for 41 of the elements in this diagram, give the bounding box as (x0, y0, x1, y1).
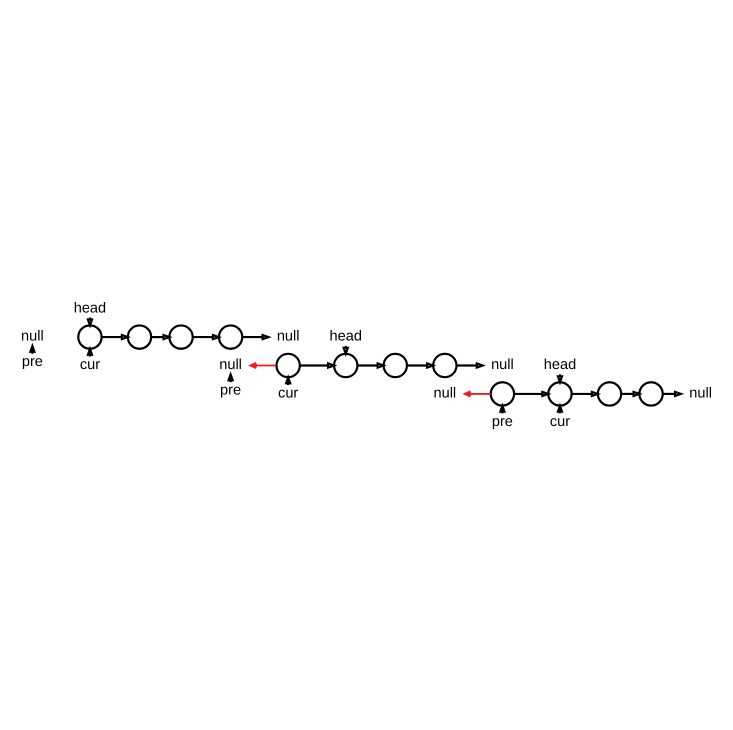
node-circle (126, 324, 152, 350)
node-text: cur (550, 413, 570, 430)
arrow (662, 390, 684, 397)
node-text: head (330, 328, 362, 344)
node-circle (168, 324, 194, 350)
arrow (464, 390, 491, 397)
arrow (456, 361, 486, 369)
node-circle (432, 352, 458, 378)
node-text: pre (22, 354, 43, 370)
node-text: head (74, 300, 106, 316)
node-circle (638, 380, 664, 406)
node-text: head (544, 356, 576, 373)
arrow (249, 361, 276, 369)
node-circle (332, 352, 358, 378)
arrow (621, 390, 643, 397)
node-text: pre (220, 382, 242, 398)
node-circle (547, 380, 573, 406)
arrow (151, 333, 173, 340)
node-circle (275, 352, 301, 378)
arrow (358, 361, 387, 369)
node-circle (490, 380, 516, 406)
node-text: cur (278, 385, 298, 402)
node-text: null (21, 328, 44, 344)
arrow (514, 390, 552, 397)
node-circle (596, 380, 622, 406)
node-text: null (434, 385, 456, 402)
arrow (407, 361, 436, 369)
node-circle (77, 324, 103, 350)
node-text: cur (80, 356, 100, 373)
arrow (102, 333, 131, 340)
arrow (572, 390, 602, 397)
arrow (242, 333, 272, 340)
node-text: null (276, 328, 300, 344)
node-text: null (689, 385, 712, 402)
arrow (192, 333, 222, 340)
node-text: null (219, 356, 242, 373)
node-circle (382, 352, 408, 378)
node-text: null (491, 356, 514, 373)
node-text: pre (492, 413, 513, 430)
arrow (300, 361, 338, 369)
node-circle (218, 324, 244, 350)
